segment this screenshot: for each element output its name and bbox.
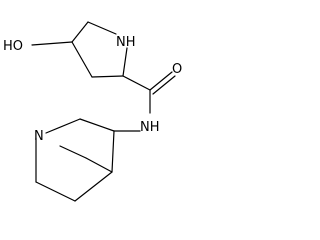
bond-ch2-nh: [87, 21, 117, 35]
bond-c3-c4: [71, 41, 93, 78]
chemical-structure: HO NH O NH N: [3, 21, 182, 202]
carbonyl-oxygen-label: O: [172, 62, 182, 77]
bond-nh-c2: [122, 47, 128, 77]
bridgehead-nitrogen-label: N: [34, 129, 44, 144]
pyrrolidine-ring: [71, 21, 128, 78]
bond-c4q-ch2-front: [74, 171, 113, 202]
hydroxyl-label: HO: [3, 39, 23, 54]
bond-c2-c3: [91, 75, 124, 78]
bond-ch2-back-ch2: [59, 145, 87, 159]
bond-c3q-c2q: [79, 118, 115, 132]
amide-group: [113, 71, 176, 132]
amide-nh-label: NH: [140, 120, 160, 135]
bond-c2q-n: [45, 118, 81, 134]
bond-c4-c5: [71, 21, 89, 43]
bond-ch2-front-ch2: [35, 181, 76, 202]
bond-c2-carbonyl: [122, 75, 151, 91]
bond-c3q-c4q: [111, 130, 115, 173]
bond-co-double-a: [149, 71, 173, 91]
bond-c4q-ch2-back: [85, 157, 113, 173]
bond-co-double-b: [152, 75, 176, 95]
bond-c4-oh: [31, 41, 73, 46]
pyrrolidine-nh-label: NH: [116, 35, 136, 50]
quinuclidine-cage: [35, 118, 115, 202]
